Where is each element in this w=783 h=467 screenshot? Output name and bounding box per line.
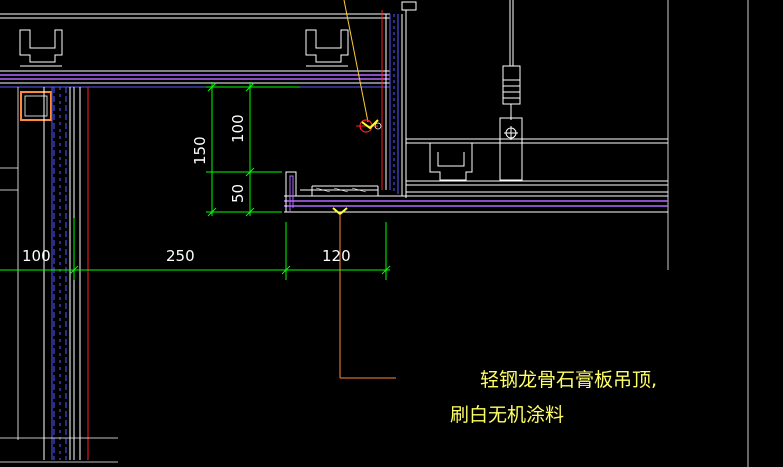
wall-bracket-icon bbox=[401, 1, 417, 14]
drop-trough bbox=[285, 171, 379, 212]
keel-profile-right bbox=[429, 142, 473, 181]
keel-profile-top-left bbox=[19, 29, 63, 67]
dim-120: 120 bbox=[322, 247, 351, 265]
hanger-square bbox=[20, 91, 52, 121]
right-ceiling bbox=[406, 138, 668, 193]
upper-slab bbox=[0, 13, 390, 88]
leader-lower bbox=[332, 207, 396, 379]
far-left-edge bbox=[0, 87, 118, 463]
dim-150: 150 bbox=[191, 136, 209, 165]
dimension-lines bbox=[0, 82, 391, 280]
annotation-line-2: 刷白无机涂料 bbox=[450, 404, 564, 426]
center-wall bbox=[381, 10, 407, 198]
hanger-rod bbox=[499, 0, 523, 181]
leader-upper bbox=[343, 0, 382, 133]
lower-ceiling bbox=[284, 195, 668, 213]
dim-50: 50 bbox=[229, 184, 247, 203]
dim-250: 250 bbox=[166, 247, 195, 265]
dim-100-vertical: 100 bbox=[229, 114, 247, 143]
dim-100-left: 100 bbox=[22, 247, 51, 265]
left-wall bbox=[43, 87, 89, 460]
keel-profile-top-mid bbox=[305, 29, 349, 67]
right-boundary bbox=[667, 0, 749, 467]
annotation-line-1: 轻钢龙骨石膏板吊顶, bbox=[480, 368, 657, 391]
